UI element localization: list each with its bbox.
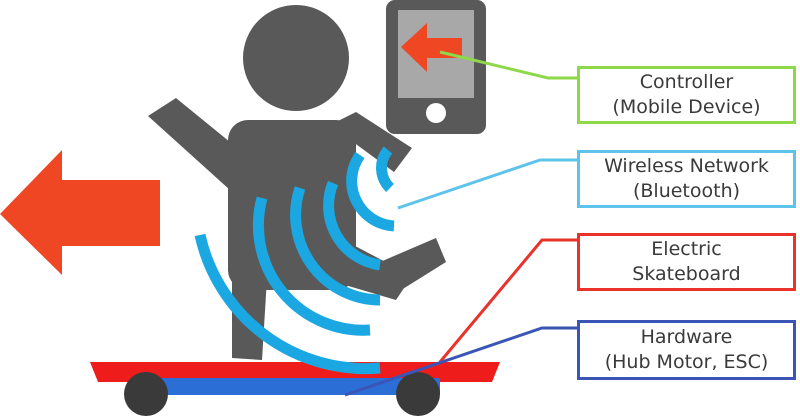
skateboard-label-line1: Electric: [651, 238, 722, 260]
wireless-label-line1: Wireless Network: [604, 155, 769, 177]
motion-arrow-icon: [0, 150, 160, 275]
hardware-label-line2: (Hub Motor, ESC): [604, 351, 769, 373]
electric-skateboard-label: Electric Skateboard: [577, 233, 796, 291]
hardware-label-line1: Hardware: [640, 326, 733, 348]
mobile-device-icon: [386, 0, 486, 134]
controller-label: Controller (Mobile Device): [577, 66, 796, 124]
wireless-network-label: Wireless Network (Bluetooth): [577, 150, 796, 208]
skateboard-label-line2: Skateboard: [632, 263, 741, 285]
hardware-label: Hardware (Hub Motor, ESC): [577, 320, 796, 380]
skateboard-icon: [90, 362, 500, 416]
rear-wheel-icon: [124, 372, 168, 416]
wireless-label-line2: (Bluetooth): [632, 180, 741, 202]
controller-label-line1: Controller: [639, 71, 734, 93]
wireless-signal-icon: [194, 146, 395, 375]
leader-lines: [344, 50, 577, 397]
controller-label-line2: (Mobile Device): [612, 96, 761, 118]
front-wheel-icon: [396, 372, 440, 416]
